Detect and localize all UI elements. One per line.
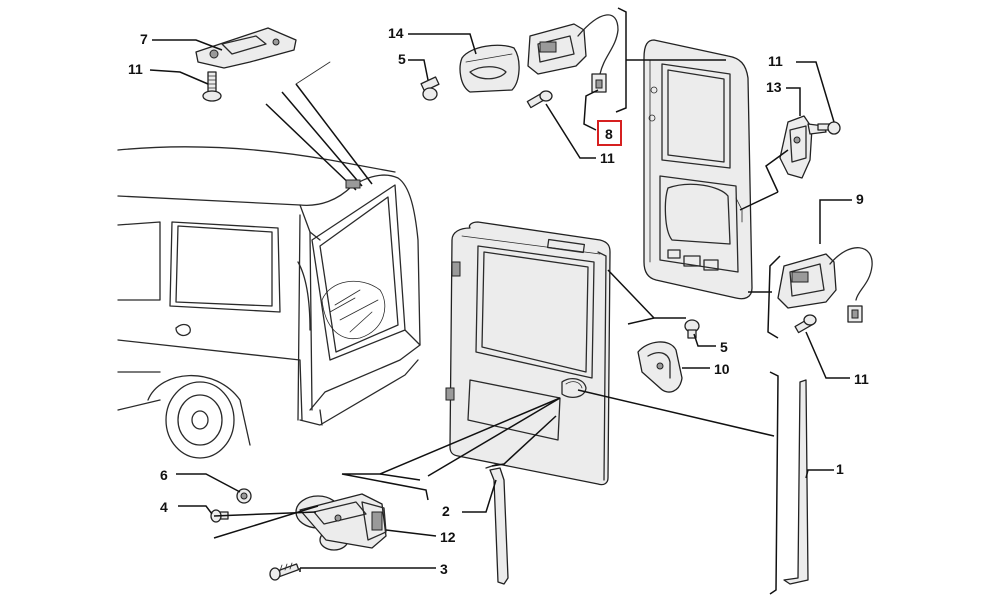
part-11-bolt-right-bottom: [794, 314, 817, 334]
callout-12: 12: [440, 529, 456, 545]
callout-8: 8: [605, 126, 613, 142]
callout-5-top: 5: [398, 51, 406, 67]
leader-lines: [149, 7, 852, 595]
callout-11-top-left: 11: [128, 61, 143, 77]
part-11-bolt-center: [526, 90, 553, 109]
part-11-bolt-top-left: [202, 71, 222, 102]
part-5-screw-top: [420, 76, 440, 101]
callout-13: 13: [766, 79, 782, 95]
callout-6: 6: [160, 467, 168, 483]
part-14-cover: [459, 44, 520, 93]
callout-10: 10: [714, 361, 730, 377]
callout-11-right-bottom: 11: [854, 371, 869, 387]
callout-4: 4: [160, 499, 168, 515]
part-9-lock-right: [777, 247, 873, 323]
callout-9: 9: [856, 191, 864, 207]
callout-labels: 7 11 14 5 8 11 11 13 9 11 5 10 1 2 12 3 …: [128, 25, 869, 577]
callout-14: 14: [388, 25, 404, 41]
callout-1: 1: [836, 461, 844, 477]
rear-door-center: [445, 221, 611, 486]
callout-7: 7: [140, 31, 148, 47]
part-11-bolt-right-top: [817, 121, 841, 135]
part-2-rod: [485, 463, 509, 585]
callout-3: 3: [440, 561, 448, 577]
callout-5-right: 5: [720, 339, 728, 355]
part-12-hinge: [295, 493, 387, 551]
part-5-screw-right: [684, 319, 700, 339]
part-7-bracket: [195, 27, 297, 69]
part-1-rod: [783, 379, 809, 585]
callout-11-center: 11: [600, 150, 615, 166]
highlight-box: [597, 120, 622, 146]
part-8-lock-upper: [527, 14, 619, 93]
callout-2: 2: [442, 503, 450, 519]
van-body: [117, 61, 421, 459]
callout-11-right-top: 11: [768, 53, 783, 69]
part-6-washer: [236, 488, 252, 504]
part-3-screw: [269, 562, 300, 581]
part-10-bracket: [637, 341, 683, 393]
rear-door-inner-panel: [643, 39, 753, 300]
